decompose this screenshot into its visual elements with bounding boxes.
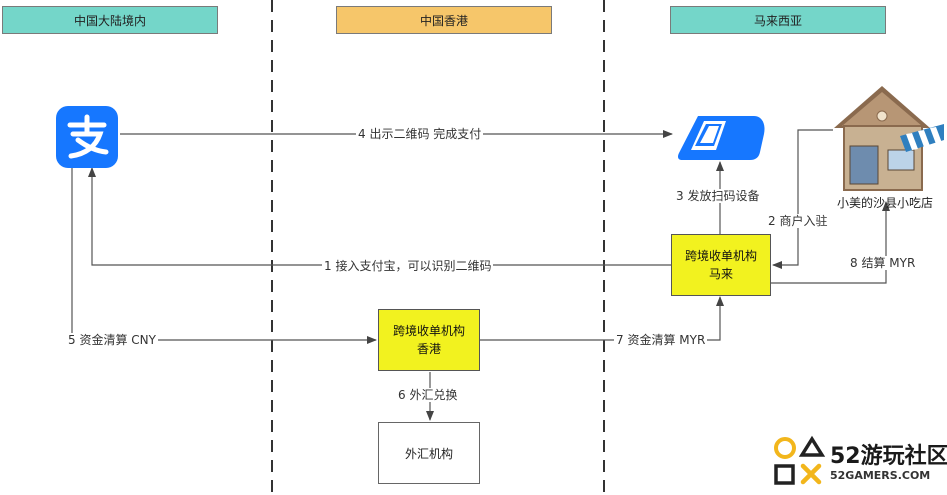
region-header-hongkong: 中国香港 [336, 6, 552, 34]
edge-label-6: 6 外汇兑换 [396, 388, 460, 402]
acquirer-hongkong-box: 跨境收单机构 香港 [378, 309, 480, 371]
acquirer-malaysia-line1: 跨境收单机构 [684, 249, 757, 263]
edge-label-3: 3 发放扫码设备 [674, 189, 762, 203]
edge-8-line [771, 201, 890, 284]
acquirer-malaysia-box: 跨境收单机构 马来 [671, 234, 771, 296]
edge-label-1: 1 接入支付宝，可以识别二维码 [322, 259, 494, 273]
edge-label-2: 2 商户入驻 [766, 214, 830, 228]
alipay-icon [56, 106, 118, 168]
watermark-logo: 52游玩社区 52GAMERS.COM [772, 434, 947, 490]
acquirer-hongkong-line1: 跨境收单机构 [392, 324, 465, 338]
edge-label-5: 5 资金清算 CNY [66, 333, 158, 347]
shop-label: 小美的沙县小吃店 [837, 196, 934, 210]
watermark-domain: 52GAMERS.COM [830, 469, 931, 482]
edge-5-line [71, 168, 377, 344]
acquirer-hongkong-line2: 香港 [416, 342, 441, 356]
edge-label-8: 8 结算 MYR [848, 256, 918, 270]
shop-icon [830, 80, 944, 196]
edge-2-line [772, 129, 833, 269]
gamepad-symbols-icon [774, 435, 826, 485]
edge-label-4: 4 出示二维码 完成支付 [356, 127, 484, 141]
qr-scanner-device-icon [676, 112, 768, 162]
edge-7-line [480, 296, 724, 341]
edge-label-7: 7 资金清算 MYR [614, 333, 708, 347]
fx-institution-box: 外汇机构 [378, 422, 480, 484]
edge-1-line [88, 167, 671, 266]
region-header-mainland: 中国大陆境内 [2, 6, 218, 34]
watermark-brand: 52游玩社区 [830, 444, 947, 469]
fx-institution-label: 外汇机构 [404, 446, 453, 461]
acquirer-malaysia-line2: 马来 [708, 267, 733, 281]
region-header-malaysia: 马来西亚 [670, 6, 886, 34]
